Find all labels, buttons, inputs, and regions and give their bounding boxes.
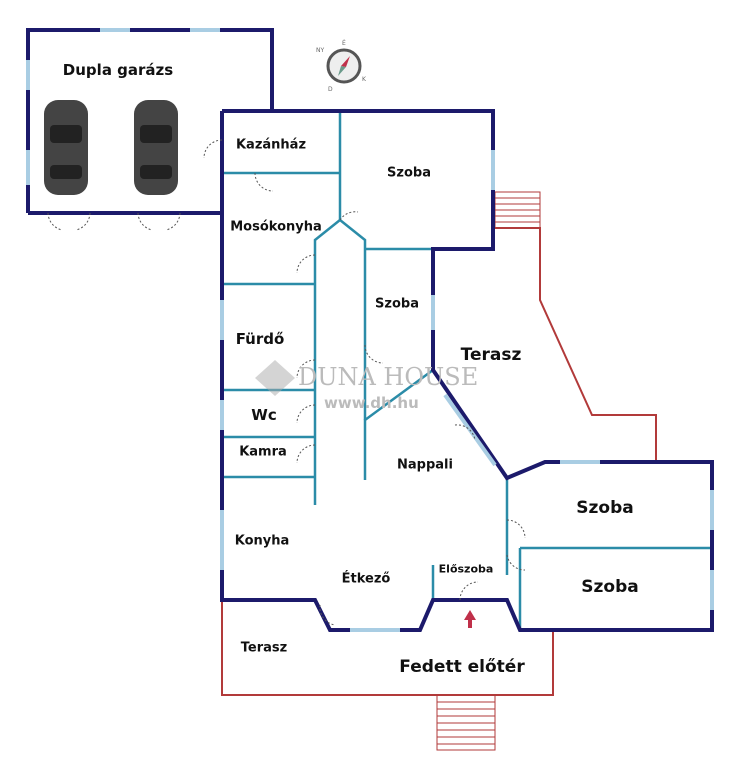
room-label-pantry: Kamra xyxy=(239,444,287,460)
room-label-dining: Étkező xyxy=(341,571,391,587)
car-icon xyxy=(44,100,88,195)
entry-arrow-icon xyxy=(464,610,476,628)
room-label-terrace-bottom: Terasz xyxy=(240,640,288,656)
room-label-covered-entry: Fedett előtér xyxy=(399,657,525,677)
outer-walls xyxy=(26,28,714,632)
room-label-boiler: Kazánház xyxy=(235,137,307,153)
watermark-brand: DUNA HOUSE xyxy=(298,363,479,391)
compass-south: D xyxy=(328,86,333,93)
room-label-living: Nappali xyxy=(397,457,453,473)
compass-north: É xyxy=(342,40,346,47)
watermark-logo-icon xyxy=(255,360,295,396)
room-label-room3: Szoba xyxy=(576,498,634,518)
compass-icon xyxy=(326,48,362,84)
room-label-terrace-right: Terasz xyxy=(460,345,522,365)
windows xyxy=(26,28,714,632)
room-label-bath: Fürdő xyxy=(235,330,285,348)
room-label-laundry: Mosókonyha xyxy=(230,219,322,235)
car-icon xyxy=(134,100,178,195)
room-label-room4: Szoba xyxy=(581,577,639,597)
room-label-hall: Előszoba xyxy=(438,562,494,576)
room-label-room1: Szoba xyxy=(387,165,431,181)
compass-west: NY xyxy=(316,47,325,54)
room-label-garage: Dupla garázs xyxy=(62,61,174,79)
room-label-room2: Szoba xyxy=(375,296,419,312)
room-label-kitchen: Konyha xyxy=(234,533,290,549)
doors xyxy=(47,139,526,626)
stairs xyxy=(436,191,541,751)
watermark-url: www.dh.hu xyxy=(324,394,419,412)
compass-east: K xyxy=(362,76,366,83)
room-label-wc: Wc xyxy=(251,406,277,424)
